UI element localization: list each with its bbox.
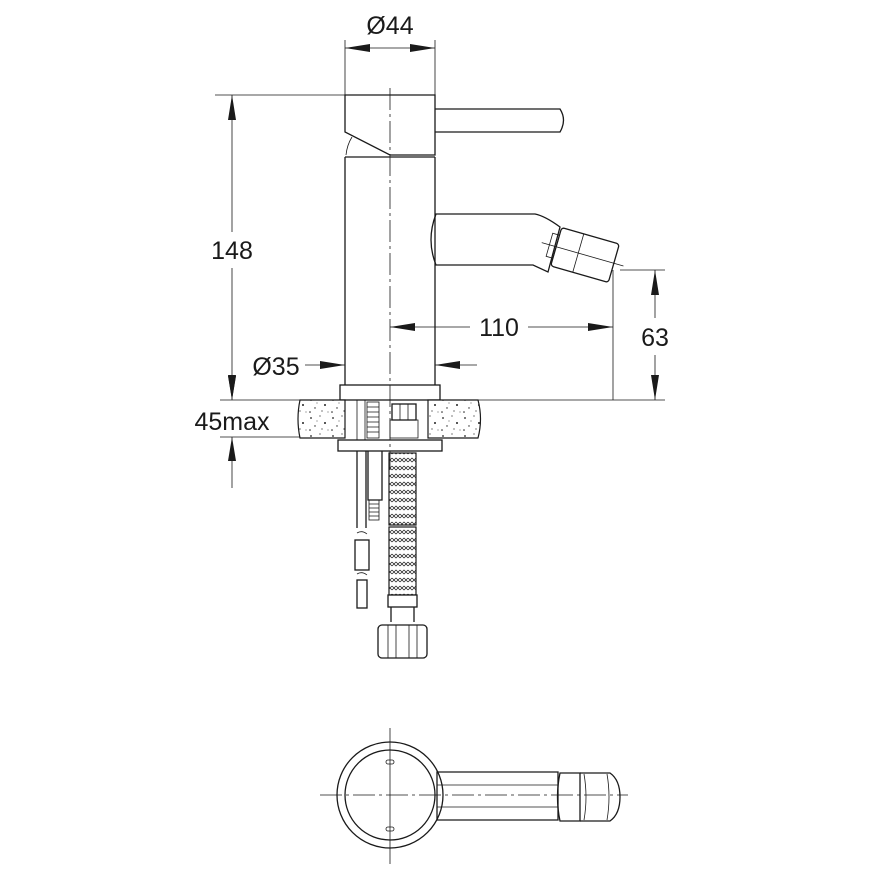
mixer-body [344,156,436,385]
braided-hose [388,452,417,526]
fixing-rod [356,451,367,528]
nozzle-plan [556,772,581,822]
threaded-stud [366,401,380,439]
countertop-right [427,399,482,439]
dim-reach-110: 110 [479,314,519,342]
top-view [320,728,628,864]
stud-end [367,451,383,501]
backing-plate [337,439,443,452]
spout [430,213,561,273]
handle-lever [435,108,565,133]
dim-height-148: 148 [211,237,253,265]
dim-height-63: 63 [641,324,669,352]
side-view [297,88,624,659]
mixer-head [344,94,436,156]
dim-counter-45max: 45max [194,408,270,436]
dim-diameter-35: Ø35 [252,353,299,381]
spout-nozzle [541,227,624,283]
spout-arm-plan [436,771,559,821]
dimensions: Ø44 148 110 63 Ø35 45max [194,12,669,488]
hose-nut [377,624,428,659]
countertop-left [297,399,346,439]
head-bevel [345,136,353,156]
rod-nut [354,539,370,571]
dim-diameter-44: Ø44 [366,12,413,40]
hex-connector [391,403,417,421]
braided-hose-lower [388,526,417,596]
